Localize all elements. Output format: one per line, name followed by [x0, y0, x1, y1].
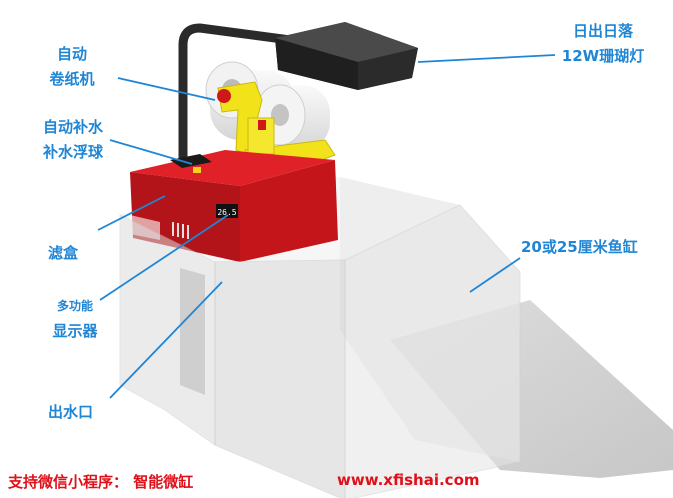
footer-miniprogram: 支持微信小程序： 智能微缸: [8, 473, 194, 491]
label-display: 多功能 显示器: [40, 297, 110, 341]
fish-tank-front: [119, 204, 521, 498]
label-display-line2: 显示器: [52, 322, 98, 340]
label-coral-light: 日出日落 12W珊瑚灯: [548, 22, 658, 66]
label-auto-roll-line2: 卷纸机: [49, 70, 95, 88]
lamp-arm: [178, 23, 295, 165]
label-auto-roll-line1: 自动: [56, 45, 87, 63]
label-auto-refill: 自动补水 补水浮球: [28, 118, 118, 162]
label-outlet: 出水口: [48, 403, 94, 421]
label-fish-tank: 20或25厘米鱼缸: [521, 238, 638, 256]
footer-website[interactable]: www.xfishai.com: [337, 471, 480, 489]
pointer-lines: [97, 54, 556, 399]
label-auto-roll: 自动 卷纸机: [37, 45, 107, 89]
display-screen: [216, 204, 238, 218]
label-coral-light-line2: 12W珊瑚灯: [561, 47, 645, 65]
coral-light: [275, 22, 418, 90]
label-auto-refill-line2: 补水浮球: [42, 143, 103, 161]
label-auto-refill-line1: 自动补水: [42, 118, 103, 136]
label-coral-light-line1: 日出日落: [572, 22, 633, 40]
label-filter-box: 滤盒: [48, 244, 79, 262]
display-value: 26.5: [217, 208, 236, 217]
label-display-line1: 多功能: [56, 299, 93, 313]
